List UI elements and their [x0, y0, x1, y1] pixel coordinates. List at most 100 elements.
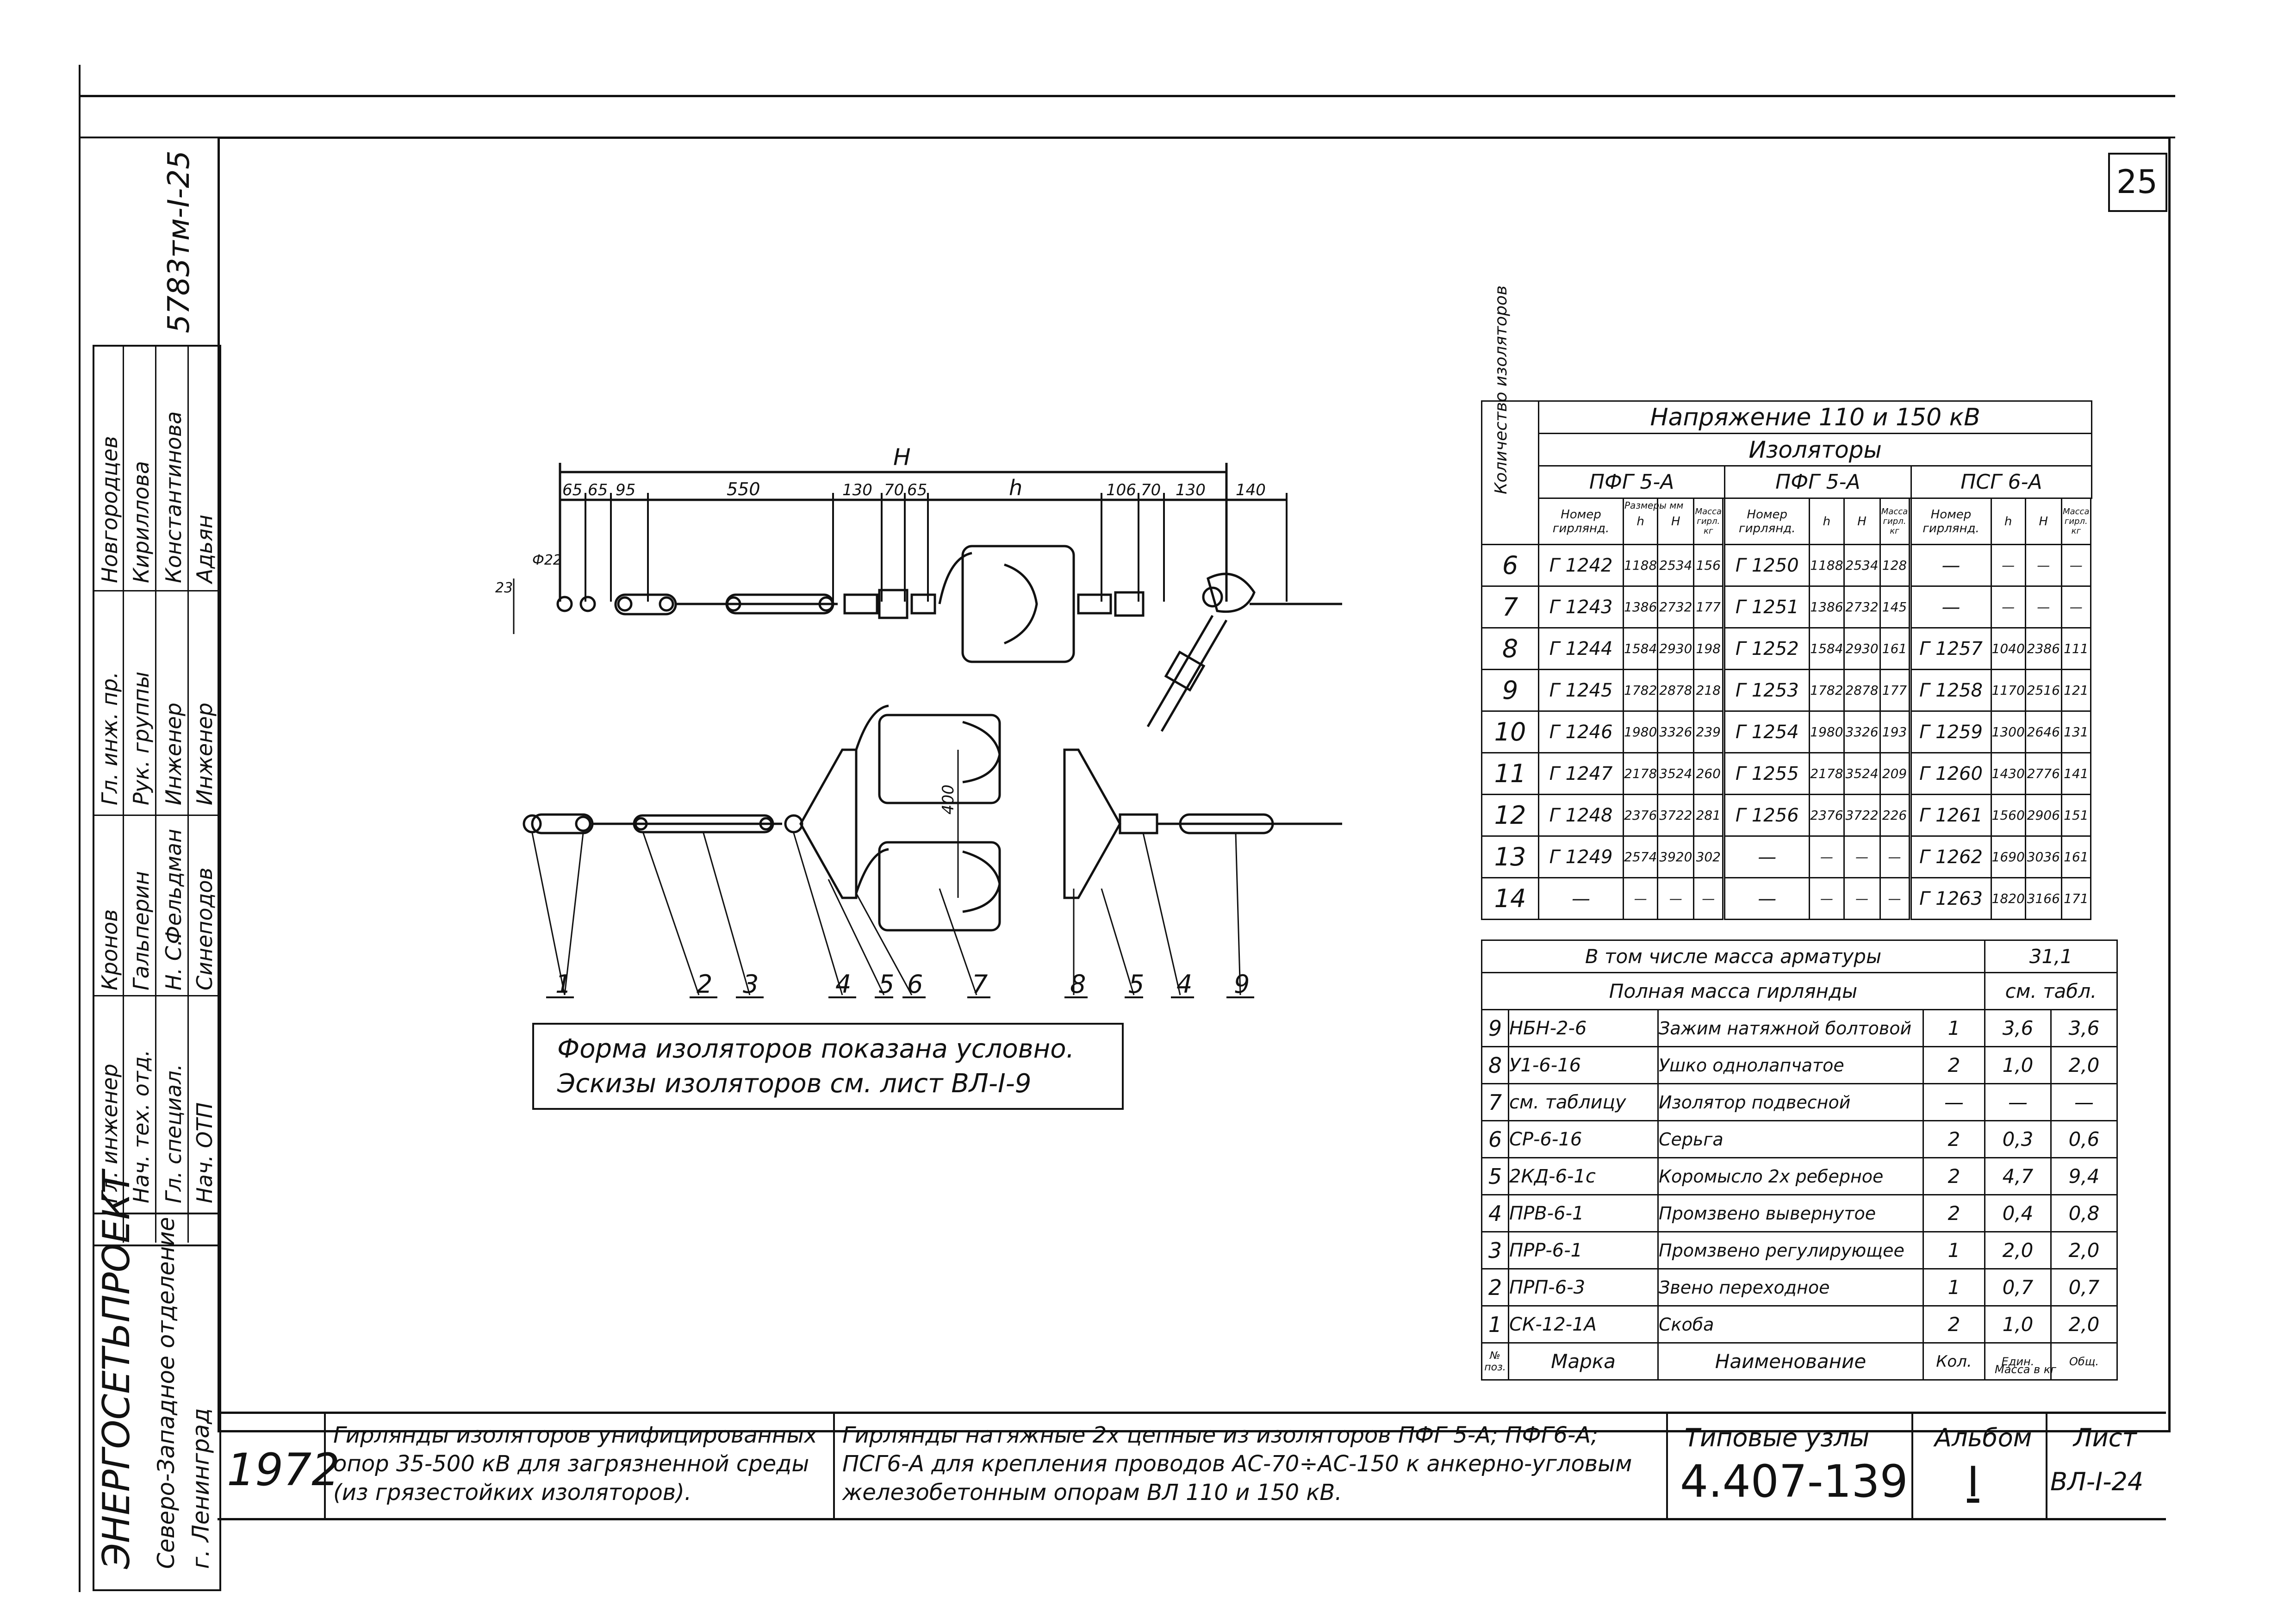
- size-H: 3722: [1843, 794, 1881, 837]
- spec-qty: 2: [1923, 1046, 1985, 1084]
- size-h: 1040: [1990, 627, 2026, 670]
- spec-name: Промзвено регулирующее: [1657, 1231, 1924, 1269]
- sheet-label: Лист: [2073, 1423, 2137, 1452]
- size-h: 2376: [1622, 794, 1659, 837]
- garland-number: Г 1246: [1538, 710, 1624, 753]
- size-H: 2732: [1657, 585, 1695, 628]
- group-3-header: ПСГ 6-А: [1910, 465, 2093, 499]
- size-h: 1188: [1809, 544, 1845, 587]
- spec-mark: ПРП-6-3: [1508, 1268, 1659, 1307]
- footer-total: Общ.: [2050, 1342, 2118, 1381]
- spec-pos: 5: [1481, 1157, 1509, 1195]
- garland-number: Г 1244: [1538, 627, 1624, 670]
- row-header-cell: Количество изоляторов: [1481, 286, 1539, 545]
- title-block-divider-5: [2046, 1412, 2047, 1518]
- size-h: 2574: [1622, 835, 1659, 878]
- spec-mark: ПРВ-6-1: [1508, 1194, 1659, 1232]
- spec-unit: 0,3: [1984, 1120, 2052, 1158]
- garland-number: Г 1257: [1910, 627, 1992, 670]
- voltage-header: Напряжение 110 и 150 кВ: [1537, 400, 2093, 434]
- garland-number: Г 1261: [1910, 794, 1992, 837]
- strip-row-line-2: [93, 815, 218, 816]
- title-block-divider-2: [833, 1412, 835, 1518]
- spec-name: Зажим натяжной болтовой: [1657, 1009, 1924, 1047]
- garland-mass: 121: [2060, 669, 2091, 712]
- main-frame: [218, 137, 2171, 1432]
- col-H-3: H: [2024, 498, 2062, 545]
- size-h: 1170: [1990, 669, 2026, 712]
- garland-number: Г 1262: [1910, 835, 1992, 878]
- size-H: —: [1657, 877, 1695, 920]
- dim-H-label: H: [893, 444, 911, 471]
- garland-number: Г 1254: [1724, 710, 1811, 753]
- callout-4: 4: [835, 970, 851, 999]
- garland-number: Г 1252: [1724, 627, 1811, 670]
- garland-number: Г 1245: [1538, 669, 1624, 712]
- spec-mark: СК-12-1А: [1508, 1305, 1659, 1344]
- col-h-2: h: [1809, 498, 1845, 545]
- garland-mass: 161: [2060, 835, 2091, 878]
- garland-drawing: H 65 65 95 550 130 70 65 h 106 70 130 14…: [495, 444, 1342, 999]
- strip-col-line-3: [187, 345, 189, 1243]
- spec-mark: ПРР-6-1: [1508, 1231, 1659, 1269]
- role-6: Рук. группы: [129, 671, 154, 805]
- size-H: 2878: [1657, 669, 1695, 712]
- col-h-3: h: [1990, 498, 2026, 545]
- spec-unit: 3,6: [1984, 1009, 2052, 1047]
- org-city: г. Ленинград: [187, 1408, 214, 1569]
- size-h: —: [1809, 835, 1845, 878]
- album-label: Альбом: [1935, 1423, 2032, 1452]
- spec-qty: 1: [1923, 1231, 1985, 1269]
- spec-pos: 3: [1481, 1231, 1509, 1269]
- spec-total: 2,0: [2050, 1046, 2118, 1084]
- size-H: 3166: [2024, 877, 2062, 920]
- note-line-1: Форма изоляторов показана условно.: [557, 1034, 1075, 1064]
- callout-7: 7: [972, 970, 988, 999]
- left-margin-line: [79, 65, 81, 1592]
- spec-total: 2,0: [2050, 1305, 2118, 1344]
- garland-mass: 302: [1693, 835, 1724, 878]
- size-H: —: [2024, 585, 2062, 628]
- dim-65b: 65: [588, 481, 608, 499]
- dim-140: 140: [1236, 481, 1266, 499]
- title-block-divider-4: [1911, 1412, 1913, 1518]
- callout-1: 1: [555, 970, 571, 999]
- size-H: 2930: [1843, 627, 1881, 670]
- size-h: 1430: [1990, 752, 2026, 795]
- spec-name: Скоба: [1657, 1305, 1924, 1344]
- upper-chain: [556, 545, 1342, 663]
- size-h: 1980: [1622, 710, 1659, 753]
- spec-total: 0,8: [2050, 1194, 2118, 1232]
- size-H: 3524: [1843, 752, 1881, 795]
- role-3: Гл. специал.: [161, 1064, 186, 1203]
- dim-70b: 70: [1141, 481, 1161, 499]
- garland-number: —: [1910, 544, 1992, 587]
- spec-pos: 8: [1481, 1046, 1509, 1084]
- spec-unit: 0,4: [1984, 1194, 2052, 1232]
- size-h: 1690: [1990, 835, 2026, 878]
- garland-number: Г 1260: [1910, 752, 1992, 795]
- strip-row-line-3: [93, 995, 218, 996]
- garland-number: Г 1243: [1538, 585, 1624, 628]
- garland-number: —: [1538, 877, 1624, 920]
- spec-qty: 1: [1923, 1268, 1985, 1307]
- signature-name-6: Новгородцев: [97, 436, 122, 583]
- size-h: 2178: [1809, 752, 1845, 795]
- spec-mark: СР-6-16: [1508, 1120, 1659, 1158]
- callout-2: 2: [697, 970, 712, 999]
- spec-pos: 7: [1481, 1083, 1509, 1121]
- callout-9: 9: [1234, 970, 1250, 999]
- size-H: 3036: [2024, 835, 2062, 878]
- row-count: 7: [1481, 585, 1539, 628]
- signature-name-5: Синеподов: [192, 867, 217, 990]
- callout-8: 8: [1070, 970, 1086, 999]
- garland-mass: —: [2060, 544, 2091, 587]
- spec-total: 0,6: [2050, 1120, 2118, 1158]
- spec-total: 0,7: [2050, 1268, 2118, 1307]
